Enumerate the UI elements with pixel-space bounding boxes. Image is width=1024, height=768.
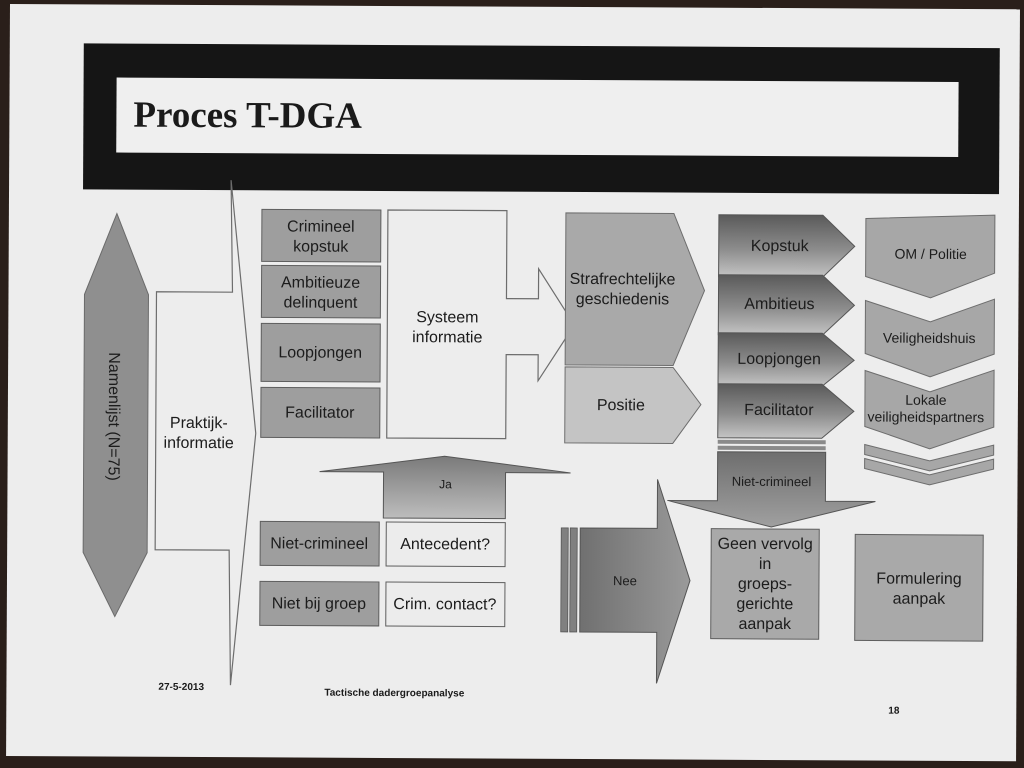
niet-crimineel-arrow-label: Niet-crimineel [732,474,812,489]
box-niet-crimineel-label: Niet-crimineel [270,535,368,553]
niet-crimineel-down-arrow [667,451,876,528]
title-panel [116,77,959,157]
strafrecht-label-1: Strafrechtelijke [570,271,676,289]
strafrecht-pentagon [564,212,706,366]
geen-vervolg-label-5: aanpak [738,616,792,633]
praktijk-arrow [154,180,257,686]
process-diagram: Proces T-DGA Namenlijst (N=75) Praktijk-… [82,43,1000,717]
strafrecht-label-2: geschiedenis [576,291,669,308]
footer-date: 27-5-2013 [158,682,204,693]
box-crimineel-kopstuk-label-1: Crimineel [287,218,355,235]
footer-page-number: 18 [888,706,900,717]
namelist-arrow [82,212,149,618]
box-antecedent [385,521,506,568]
role-ambitieus-label: Ambitieus [744,296,814,313]
positie-pentagon [564,366,702,444]
slide-paper: Proces T-DGA Namenlijst (N=75) Praktijk-… [6,4,1020,762]
role-arrow-loopjongen [717,332,855,387]
box-loopjongen-label: Loopjongen [278,344,362,361]
nee-arrow [579,479,691,684]
box-facilitator-label: Facilitator [285,404,355,421]
geen-vervolg-label-1: Geen vervolg [718,536,813,553]
formulering-label-2: aanpak [893,591,947,608]
box-facilitator [260,386,381,439]
footer-title: Tactische dadergroepanalyse [324,688,464,700]
box-loopjongen [260,322,381,383]
geen-vervolg-label-4: gerichte [736,596,793,613]
partner-chevron-stripe-1 [864,443,995,472]
ja-up-arrow [319,455,571,520]
formulering-label-1: Formulering [876,571,961,588]
box-niet-crimineel [259,520,380,567]
partner-lokale-label-1: Lokale [905,392,947,408]
partner-lokale-label-2: veiligheidspartners [867,408,984,425]
box-ambitieuze-label-2: delinquent [283,294,357,311]
down-arrow-stripe-2 [717,445,826,451]
box-geen-vervolg [710,528,820,640]
partner-veiligheidshuis-label: Veiligheidshuis [883,330,976,346]
systeem-label-1: Systeem [416,309,478,326]
box-ambitieuze-label-1: Ambitieuze [281,274,360,291]
box-ambitieuze-delinquent [260,264,382,319]
geen-vervolg-label-3: groeps- [738,576,792,593]
nee-arrow-stripe-1 [560,527,569,633]
partner-om-politie [865,214,996,299]
praktijk-label-2: informatie [164,435,234,452]
box-crimineel-kopstuk-label-2: kopstuk [293,238,349,255]
role-arrow-facilitator [717,383,855,439]
nee-arrow-stripe-2 [569,527,578,633]
box-crim-contact [385,581,506,628]
partner-om-politie-label: OM / Politie [894,246,967,262]
partner-veiligheidshuis [864,298,995,378]
partner-chevron-stripe-2 [864,457,995,486]
role-facilitator-label: Facilitator [744,402,814,419]
nee-label: Nee [613,573,637,588]
page-title: Proces T-DGA [133,95,362,137]
geen-vervolg-label-2: in [759,556,772,573]
positie-label: Positie [597,397,645,414]
box-crim-contact-label: Crim. contact? [393,596,496,614]
ja-label: Ja [439,477,452,491]
role-arrow-ambitieus [717,274,856,336]
systeem-label-2: informatie [412,329,482,346]
namelist-label: Namenlijst (N=75) [105,352,123,481]
box-crimineel-kopstuk [261,208,382,263]
down-arrow-stripe-1 [717,439,826,445]
box-niet-bij-groep-label: Niet bij groep [272,595,366,612]
role-loopjongen-label: Loopjongen [737,351,821,368]
box-antecedent-label: Antecedent? [400,536,490,553]
systeem-arrow [386,209,576,440]
role-kopstuk-label: Kopstuk [751,238,810,255]
praktijk-label-1: Praktijk- [170,415,228,432]
partner-lokale [864,369,995,450]
box-niet-bij-groep [259,580,380,627]
box-formulering-aanpak [854,533,984,642]
role-arrow-kopstuk [718,214,856,278]
